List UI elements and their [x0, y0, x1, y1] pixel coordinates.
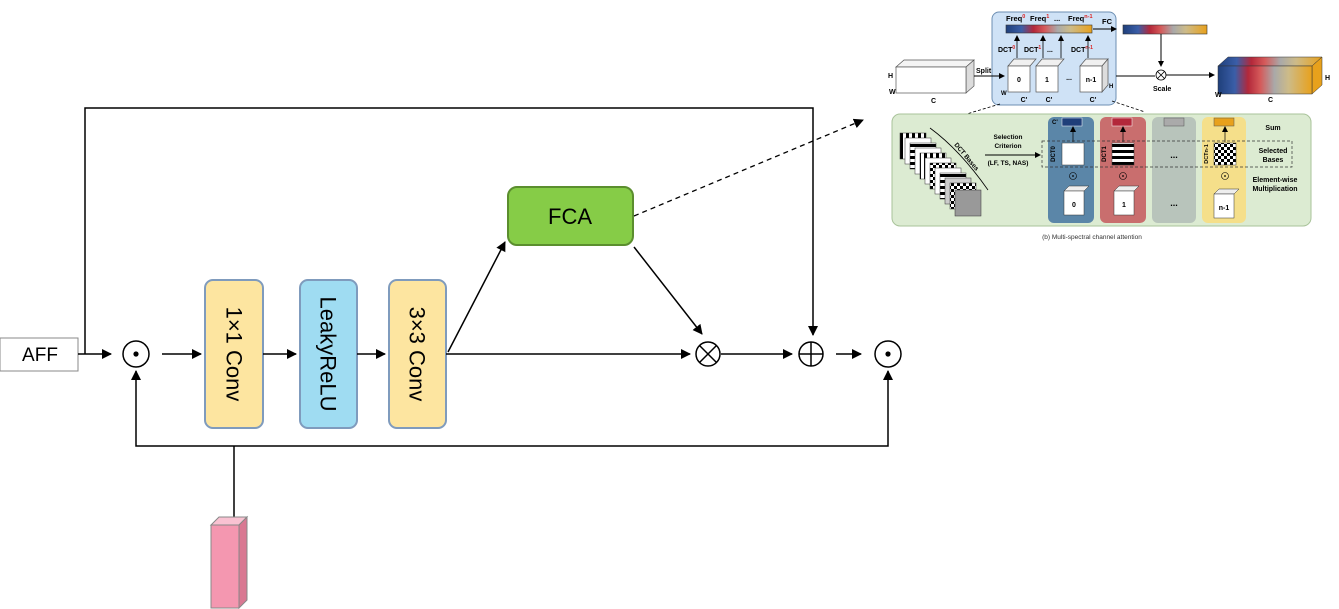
- c-prime-1: C': [1021, 97, 1028, 104]
- red-cube-label: 1: [1122, 202, 1126, 209]
- split-w-label: W: [1001, 91, 1007, 97]
- fca-inset: Freq0 Freq1 ... Freqn-1 FC DCT0 DCT1 ...…: [888, 11, 1330, 241]
- scale-label: Scale: [1153, 86, 1171, 93]
- attention-vector: [1122, 24, 1208, 35]
- red-dct-label: DCT1: [1102, 146, 1108, 162]
- selected-bases-line-1: Selected: [1259, 148, 1288, 155]
- output-w-label: W: [1215, 92, 1222, 99]
- dashed-pointer-to-inset: [633, 118, 864, 217]
- dct-column-gray: ... ...: [1152, 117, 1196, 223]
- freq-1-label: Freq1: [1030, 14, 1049, 23]
- conv3x3-block: 3×3 Conv: [388, 279, 447, 429]
- fca-block: FCA: [507, 186, 634, 246]
- fc-label: FC: [1102, 17, 1113, 26]
- split-cubes: [1007, 58, 1109, 93]
- arrow-fca-to-multiply: [633, 246, 703, 335]
- input-w-label: W: [889, 89, 896, 96]
- split-label: Split: [976, 68, 992, 75]
- gray-ellipsis-2: ...: [1170, 198, 1178, 208]
- split-cube-0: 0: [1017, 77, 1021, 84]
- input-c-label: C: [931, 98, 936, 105]
- selection-line-2: Criterion: [994, 143, 1021, 150]
- selection-line-3: (LF, TS, NAS): [988, 160, 1029, 167]
- split-h-label: H: [1109, 84, 1113, 90]
- conv1x1-block: 1×1 Conv: [204, 279, 264, 429]
- split-cube-n: n-1: [1086, 77, 1097, 84]
- blue-dct-label: DCT0: [1051, 146, 1057, 162]
- inset-caption: (b) Multi-spectral channel attention: [1042, 234, 1142, 241]
- elementwise-line-1: Element-wise: [1253, 177, 1298, 184]
- selected-bases-line-2: Bases: [1263, 157, 1284, 164]
- dct-1-label: DCT1: [1024, 45, 1041, 54]
- add-operator: [798, 341, 824, 367]
- output-h-label: H: [1325, 75, 1330, 82]
- yellow-cube-label: n-1: [1219, 205, 1230, 212]
- c-prime-3: C': [1090, 97, 1097, 104]
- aff-input-block: AFF: [0, 337, 79, 372]
- conv1x1-label: 1×1 Conv: [222, 307, 247, 402]
- conv3x3-label: 3×3 Conv: [405, 307, 430, 402]
- dct-ellipsis: ...: [1047, 47, 1053, 54]
- sum-label: Sum: [1265, 125, 1280, 132]
- freq-0-label: Freq0: [1006, 14, 1025, 23]
- bottom-gating-lines: [131, 370, 893, 520]
- output-tensor: H W C: [1215, 56, 1330, 104]
- aff-label: AFF: [22, 345, 58, 366]
- leakyrelu-label: LeakyReLU: [316, 297, 341, 412]
- skip-connection-top: [84, 107, 818, 354]
- elementwise-line-2: Multiplication: [1252, 186, 1297, 193]
- dct-column-yellow: n-1 DCTn-1: [1202, 117, 1246, 223]
- dct-bases-stack: [899, 132, 982, 217]
- dot-operator-2: [874, 340, 902, 368]
- leakyrelu-block: LeakyReLU: [299, 279, 358, 429]
- input-h-label: H: [888, 73, 893, 80]
- pink-feature-block: [209, 515, 249, 609]
- blue-cube-label: 0: [1072, 202, 1076, 209]
- arrow-conv3-to-fca: [447, 241, 506, 353]
- gray-ellipsis-1: ...: [1170, 150, 1178, 160]
- dct-0-label: DCT0: [998, 45, 1015, 54]
- fca-label: FCA: [548, 204, 592, 229]
- output-c-label: C: [1268, 97, 1273, 104]
- multiply-operator: [695, 341, 721, 367]
- dct-column-blue: 0 DCT0 C': [1048, 117, 1094, 223]
- freq-n-label: Freqn-1: [1068, 14, 1093, 23]
- blue-c-prime: C': [1052, 120, 1058, 126]
- split-ellipsis: ...: [1066, 75, 1072, 82]
- yellow-dct-label: DCTn-1: [1204, 144, 1210, 164]
- selection-line-1: Selection: [994, 134, 1023, 141]
- scale-multiply-op: [1155, 69, 1167, 81]
- dct-n-label: DCTn-1: [1071, 45, 1093, 54]
- input-tensor: H W C: [888, 59, 975, 105]
- c-prime-2: C': [1046, 97, 1053, 104]
- dot-operator-1: [122, 340, 150, 368]
- selected-bases-box: [1041, 140, 1293, 168]
- freq-ellipsis: ...: [1054, 14, 1060, 23]
- split-cube-1: 1: [1045, 77, 1049, 84]
- dct-column-red: 1 DCT1: [1100, 117, 1146, 223]
